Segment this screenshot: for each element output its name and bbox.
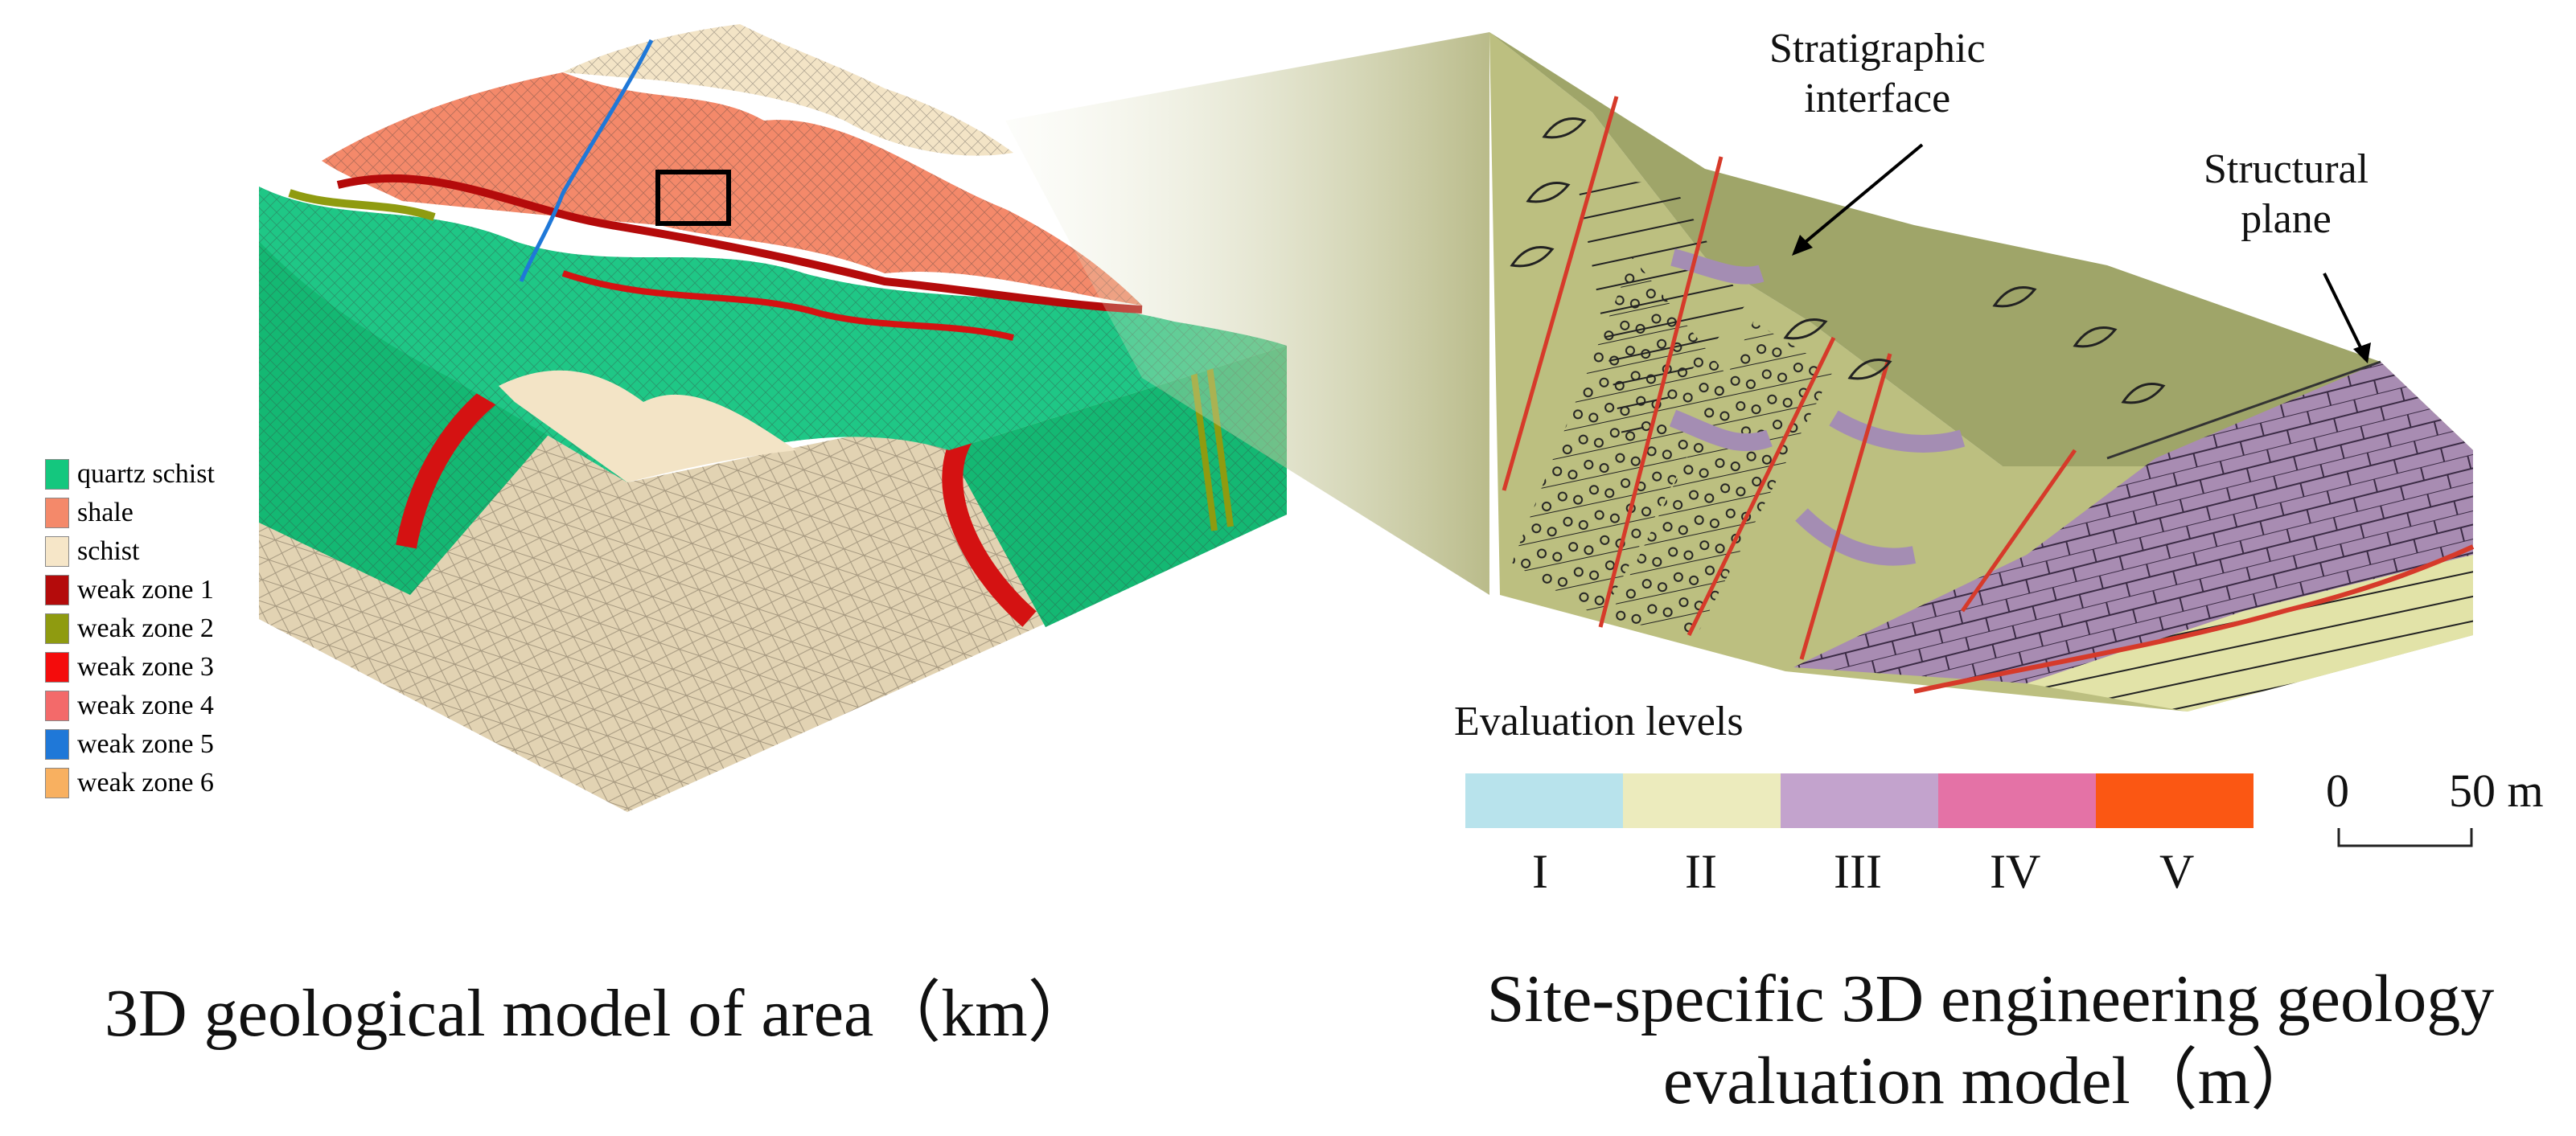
- legend-label: weak zone 4: [77, 691, 214, 720]
- evaluation-levels-title: Evaluation levels: [1454, 699, 1744, 744]
- legend-label: schist: [77, 536, 140, 566]
- right-caption: Site-specific 3D engineering geology eva…: [1486, 962, 2495, 1118]
- structural-arrow: [2323, 273, 2364, 353]
- weak-zone-5-line: [519, 39, 654, 282]
- layer-legend: quartz schist shale schist weak zone 1 w…: [45, 455, 215, 802]
- fault-line-2: [1598, 156, 1723, 628]
- level-swatch-IV: [1938, 773, 2096, 828]
- projection-beam: [1005, 32, 1489, 595]
- left-caption: 3D geological model of area（km）: [105, 976, 1095, 1051]
- scale-start-label: 0: [2326, 765, 2349, 817]
- structural-arrowhead: [2353, 342, 2371, 363]
- weak-zone-band-2: [288, 189, 436, 221]
- legend-item: schist: [45, 532, 215, 571]
- fault-line-1: [1502, 96, 1619, 491]
- scale-bar: [2337, 828, 2473, 847]
- geological-block-model: [259, 24, 1287, 812]
- site-lined-band: [1576, 177, 1745, 450]
- legend-item: weak zone 5: [45, 725, 215, 764]
- legend-swatch: [45, 768, 69, 798]
- legend-swatch: [45, 729, 69, 760]
- level-swatch-V: [2096, 773, 2253, 828]
- level-label-I: I: [1532, 845, 1548, 898]
- site-lens-symbols: [1510, 117, 2166, 404]
- stratigraphic-interface-label: Stratigraphic interface: [1769, 26, 1986, 121]
- legend-swatch: [45, 652, 69, 683]
- legend-swatch: [45, 498, 69, 528]
- legend-item: weak zone 2: [45, 609, 215, 648]
- legend-swatch: [45, 613, 69, 644]
- weak-zone-band-3: [561, 270, 1014, 341]
- legend-item: quartz schist: [45, 455, 215, 494]
- structural-plane-label: Structural plane: [2204, 146, 2369, 242]
- legend-swatch: [45, 536, 69, 567]
- legend-swatch: [45, 459, 69, 490]
- legend-item: weak zone 4: [45, 687, 215, 725]
- stratigraphic-arrowhead: [1792, 235, 1813, 256]
- weak-zone-arc-right: [942, 428, 1037, 627]
- level-label-IV: IV: [1990, 845, 2041, 898]
- fault-line-5: [1960, 449, 2077, 613]
- purple-lens-2: [1669, 409, 1773, 452]
- site-evaluation-model: [1489, 32, 2475, 712]
- legend-label: weak zone 1: [77, 575, 214, 605]
- purple-lens-4: [1795, 508, 1917, 566]
- legend-item: shale: [45, 494, 215, 532]
- site-dotted-band-b: [1608, 322, 1834, 635]
- stratigraphic-interface-line: [1913, 544, 2475, 694]
- structural-plane-line: [2106, 360, 2381, 460]
- scale-end-label: 50 m: [2449, 765, 2544, 817]
- evaluation-levels-bar: [1465, 773, 2253, 828]
- level-swatch-III: [1781, 773, 1938, 828]
- legend-item: weak zone 3: [45, 648, 215, 687]
- purple-lens-3: [1829, 410, 1966, 453]
- legend-label: quartz schist: [77, 459, 215, 489]
- site-selection-box: [655, 170, 731, 226]
- level-label-V: V: [2159, 845, 2195, 898]
- schist-front-ridge: [499, 370, 796, 482]
- legend-label: weak zone 5: [77, 729, 214, 759]
- legend-label: weak zone 2: [77, 613, 214, 643]
- level-swatch-II: [1623, 773, 1781, 828]
- legend-label: shale: [77, 498, 134, 527]
- level-label-III: III: [1834, 845, 1882, 898]
- legend-swatch: [45, 575, 69, 605]
- legend-label: weak zone 3: [77, 652, 214, 682]
- purple-lens-1: [1670, 248, 1765, 285]
- legend-item: weak zone 1: [45, 571, 215, 609]
- legend-swatch: [45, 691, 69, 721]
- site-top-surface: [1489, 32, 2473, 466]
- legend-label: weak zone 6: [77, 768, 214, 798]
- fault-line-4: [1799, 353, 1892, 660]
- stratigraphic-arrow: [1800, 143, 1924, 247]
- legend-item: weak zone 6: [45, 764, 215, 802]
- weak-zone-band-1: [336, 174, 1143, 314]
- level-swatch-I: [1465, 773, 1623, 828]
- level-label-II: II: [1685, 845, 1717, 898]
- fault-line-3: [1687, 336, 1836, 637]
